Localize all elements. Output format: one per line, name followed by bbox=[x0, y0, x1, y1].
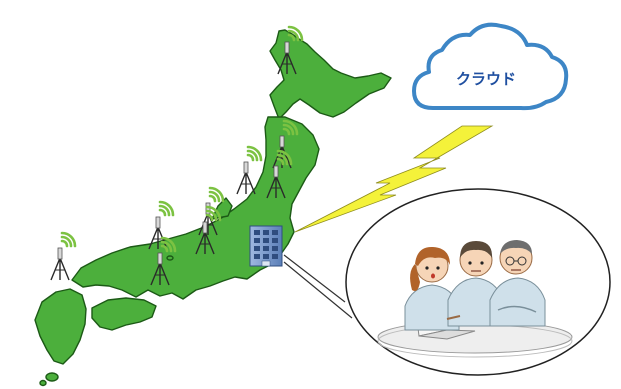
cloud-shape bbox=[412, 22, 569, 111]
man-worker-glasses bbox=[489, 240, 546, 327]
shikoku-island bbox=[91, 297, 157, 331]
antenna-tower-icon bbox=[236, 145, 263, 195]
island-small-2 bbox=[39, 379, 47, 387]
office-building-icon bbox=[249, 225, 283, 267]
antenna-tower-icon bbox=[150, 236, 177, 286]
woman-worker bbox=[404, 246, 460, 331]
speech-bubble-tail bbox=[283, 254, 353, 319]
island-small-1 bbox=[45, 372, 59, 382]
antenna-tower-icon bbox=[266, 149, 293, 199]
kyushu-island bbox=[34, 288, 87, 365]
cloud-icon: クラウド bbox=[412, 22, 569, 111]
antenna-towers bbox=[50, 25, 304, 286]
lightning-bolt-icon bbox=[294, 125, 494, 233]
cloud-label: クラウド bbox=[456, 70, 516, 88]
hokkaido-island bbox=[269, 29, 392, 120]
antenna-tower-icon bbox=[277, 25, 304, 75]
antenna-tower-icon bbox=[50, 231, 77, 281]
antenna-tower-icon bbox=[195, 205, 222, 255]
island-small-3 bbox=[166, 255, 174, 261]
man-worker-center bbox=[446, 241, 504, 327]
